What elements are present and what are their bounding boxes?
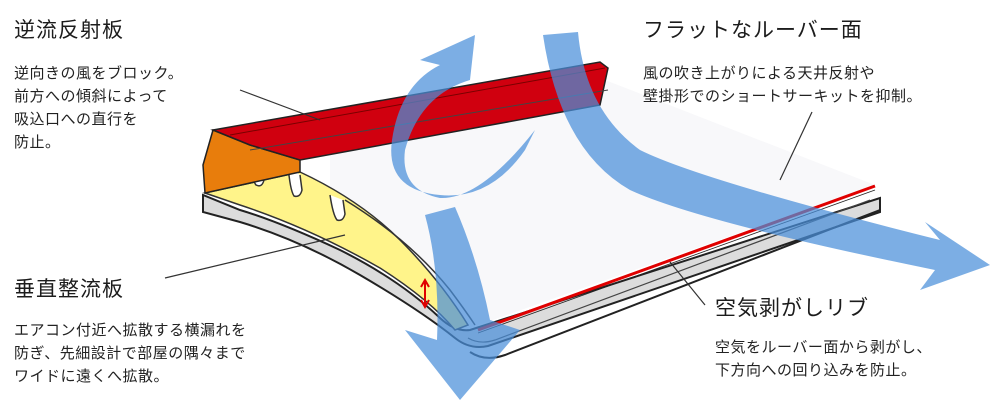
height-indicator-icon (420, 277, 430, 288)
leader-lines (164, 89, 813, 306)
vertical-straightener-title: 垂直整流板 (14, 277, 124, 301)
air-peel-rib-description: 空気をルーバー面から剥がし、 下方向への回り込みを防止。 (715, 336, 932, 382)
flat-louver-description: 風の吹き上がりによる天井反射や 壁掛形でのショートサーキットを抑制。 (643, 62, 922, 108)
backflow-plate-description: 逆向きの風をブロック。 前方への傾斜によって 吸込口への直行を 防止。 (14, 62, 183, 154)
description-line: 壁掛形でのショートサーキットを抑制。 (643, 87, 923, 105)
backflow-plate-label: 逆流反射板 逆向きの風をブロック。 前方への傾斜によって 吸込口への直行を 防止… (14, 14, 183, 154)
vertical-straightener-description: エアコン付近へ拡散する横漏れを 防ぎ、先細設計で部屋の隅々まで ワイドに遠くへ拡… (14, 319, 247, 388)
description-line: 防止。 (14, 133, 61, 151)
description-line: エアコン付近へ拡散する横漏れを (14, 321, 247, 339)
vertical-straightener-label: 垂直整流板 エアコン付近へ拡散する横漏れを 防ぎ、先細設計で部屋の隅々まで ワイ… (14, 273, 247, 388)
description-line: 空気をルーバー面から剥がし、 (715, 338, 932, 356)
description-line: 風の吹き上がりによる天井反射や (643, 64, 876, 82)
airflow-arrows-icon (391, 32, 990, 400)
air-peel-rib-label: 空気剥がしリブ 空気をルーバー面から剥がし、 下方向への回り込みを防止。 (715, 292, 932, 382)
description-line: 防ぎ、先細設計で部屋の隅々まで (14, 344, 246, 362)
description-line: ワイドに遠くへ拡散。 (14, 367, 170, 385)
flat-louver-title: フラットなルーバー面 (643, 18, 863, 42)
description-line: 逆向きの風をブロック。 (14, 64, 184, 82)
flat-louver-label: フラットなルーバー面 風の吹き上がりによる天井反射や 壁掛形でのショートサーキッ… (643, 14, 922, 108)
air-peel-rib-title: 空気剥がしリブ (715, 296, 869, 320)
backflow-plate-title: 逆流反射板 (14, 18, 124, 42)
description-line: 吸込口への直行を (14, 110, 139, 128)
description-line: 下方向への回り込みを防止。 (715, 361, 917, 379)
description-line: 前方への傾斜によって (14, 87, 168, 105)
